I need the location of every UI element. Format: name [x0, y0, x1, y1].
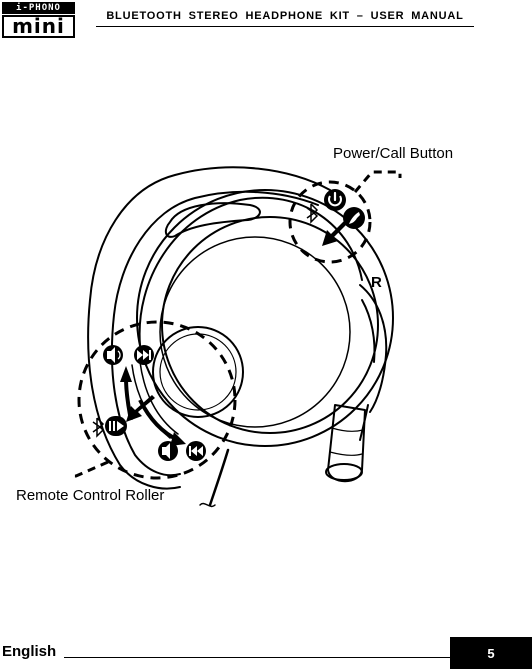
bluetooth-icon: [306, 203, 319, 224]
roller-down-arrow: [138, 399, 186, 446]
footer-language: English: [2, 643, 57, 660]
remote-callout-circle: [77, 320, 237, 480]
side-marker-r: R: [371, 274, 382, 291]
power-callout-leader: [353, 170, 402, 193]
power-icon[interactable]: [324, 189, 346, 211]
speaker-center-inner: [159, 333, 237, 411]
mic-ridge-1: [331, 427, 364, 432]
power-press-arrow: [322, 220, 348, 246]
volume-icon: [103, 345, 123, 365]
speaker-center: [152, 326, 244, 418]
mic-cap: [325, 463, 363, 481]
volume-down-icon: [158, 441, 178, 461]
speaker-housing-rim: [138, 196, 363, 346]
power-callout-circle: [288, 180, 372, 264]
side-arm: [359, 284, 388, 413]
speaker-ring: [161, 216, 379, 434]
cable-end: [199, 502, 216, 508]
header-divider: [96, 26, 474, 27]
roller-slot-2: [139, 361, 179, 435]
forward-icon: [134, 345, 154, 365]
brand-logo: i-PHONO mini: [2, 2, 77, 38]
logo-main-text: mini: [2, 15, 75, 38]
roller-press-arrow: [126, 395, 155, 422]
remote-callout-leader: [70, 460, 109, 478]
cable: [208, 448, 230, 507]
phone-icon[interactable]: [343, 207, 365, 229]
ear-hook-inner: [110, 190, 319, 477]
speaker-housing-outer: [136, 189, 394, 447]
page-number: 5: [487, 645, 495, 661]
speaker-cushion: [159, 236, 351, 428]
remote-roller-label: Remote Control Roller: [16, 487, 165, 504]
logo-top-text: i-PHONO: [2, 2, 75, 14]
mic-ridge-2: [329, 451, 363, 456]
page-number-badge: 5: [450, 637, 532, 669]
play-pause-icon: [92, 416, 127, 438]
power-call-label: Power/Call Button: [333, 145, 454, 162]
manual-title: BLUETOOTH STEREO HEADPHONE KIT – USER MA…: [106, 10, 464, 22]
footer-divider: [64, 657, 450, 658]
side-arm-inner: [361, 299, 376, 363]
rewind-icon: [186, 441, 206, 461]
ear-hook-outer: [87, 166, 331, 490]
